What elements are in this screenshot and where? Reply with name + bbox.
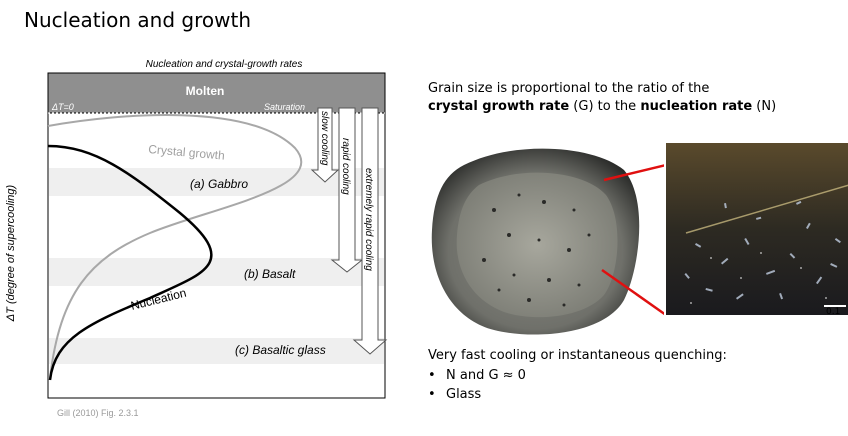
zone-label-glass: (c) Basaltic glass: [235, 343, 326, 357]
bullet-item: Glass: [428, 385, 526, 404]
rapid-cooling-label: rapid cooling: [340, 138, 351, 195]
scale-bar: [824, 305, 846, 307]
slide-title: Nucleation and growth: [24, 8, 251, 32]
pointer-line-upper: [603, 164, 664, 182]
caption-end: (N): [752, 99, 777, 114]
molten-label: Molten: [186, 84, 225, 98]
cooling-bullets: N and G ≈ 0 Glass: [428, 366, 526, 404]
pointer-line-lower: [601, 268, 664, 316]
scale-bar-label: 0.1: [826, 307, 841, 317]
slow-cooling-label: slow cooling: [319, 111, 330, 166]
zone-band-basalt: [49, 258, 384, 286]
figure-citation: Gill (2010) Fig. 2.3.1: [57, 408, 139, 418]
caption-line1: Grain size is proportional to the ratio …: [428, 81, 710, 96]
bullet-item: N and G ≈ 0: [428, 366, 526, 385]
crystal-growth-curve: [47, 114, 303, 379]
crystal-growth-label: Crystal growth: [148, 142, 226, 163]
caption-mid: (G) to the: [569, 99, 641, 114]
slow-cooling-arrow: slow cooling: [310, 107, 340, 183]
rapid-cooling-arrow: rapid cooling: [330, 107, 364, 273]
extremely-rapid-cooling-label: extremely rapid cooling: [363, 168, 374, 271]
extremely-rapid-cooling-arrow: extremely rapid cooling: [352, 107, 388, 355]
caption-bold-nucleation: nucleation rate: [640, 99, 753, 114]
basalt-specimen-image: [431, 148, 664, 335]
nucleation-curve: [47, 144, 213, 381]
nucleation-diagram: Nucleation and crystal-growth rates Molt…: [5, 59, 388, 399]
y-axis-label: ΔT (degree of supercooling): [5, 184, 17, 322]
zone-band-glass: [49, 338, 384, 364]
diagram-header: Nucleation and crystal-growth rates: [146, 59, 303, 70]
grain-size-caption: Grain size is proportional to the ratio …: [428, 80, 828, 116]
cooling-heading: Very fast cooling or instantaneous quenc…: [428, 348, 727, 363]
thin-section-micrograph: [666, 143, 848, 315]
delta-t0-label: ΔT=0: [51, 102, 74, 112]
caption-bold-growth: crystal growth rate: [428, 99, 570, 114]
zone-label-basalt: (b) Basalt: [244, 267, 296, 281]
molten-band: [47, 72, 386, 114]
saturation-label: Saturation: [264, 102, 305, 112]
zone-label-gabbro: (a) Gabbro: [190, 177, 248, 191]
